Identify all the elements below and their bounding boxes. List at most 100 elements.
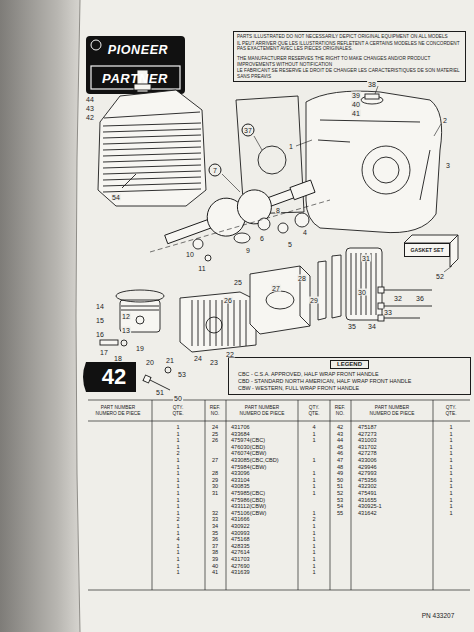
bolts-part bbox=[165, 367, 171, 373]
cooling-fins-part bbox=[103, 141, 201, 144]
table-ref: 33 bbox=[211, 518, 219, 524]
table-cell: 4 bbox=[311, 425, 316, 431]
crankcase-part bbox=[365, 94, 379, 99]
brand-logo bbox=[86, 36, 185, 94]
table-cell: 476074(CBW) bbox=[230, 452, 267, 458]
table-header: PART NUMBER NUMERO DE PIECE bbox=[94, 405, 142, 416]
table-cell: 433096 bbox=[230, 471, 251, 477]
table-cell: 4 bbox=[175, 537, 180, 543]
table-cell: 429946 bbox=[357, 465, 378, 471]
table-cell: 1 bbox=[175, 471, 180, 477]
muffler-gasket-part bbox=[332, 255, 341, 318]
callout-number: 8 bbox=[275, 207, 281, 214]
muffler-gasket-part bbox=[318, 261, 326, 320]
callout-number: 42 bbox=[85, 114, 95, 121]
cooling-fins-part bbox=[366, 253, 367, 315]
table-cell: 475984(CBW) bbox=[230, 465, 267, 471]
table-cell: 1 bbox=[448, 498, 453, 504]
callout-number: 12 bbox=[121, 313, 131, 320]
brand-logo-part bbox=[91, 66, 180, 89]
table-cell: 431703 bbox=[230, 557, 251, 563]
table-cell: 431702 bbox=[357, 445, 378, 451]
callout-number: 9 bbox=[245, 247, 251, 254]
cooling-fins-part bbox=[103, 183, 201, 186]
table-ref: 34 bbox=[211, 524, 219, 530]
table-cell: 431655 bbox=[357, 498, 378, 504]
notice-text: THE MANUFACTURER RESERVES THE RIGHT TO M… bbox=[237, 54, 462, 67]
air-box-part bbox=[346, 248, 382, 320]
cooling-fins-part bbox=[351, 253, 352, 315]
table-ref: 25 bbox=[211, 432, 219, 438]
table-cell: 433006 bbox=[357, 458, 378, 464]
bolts-part bbox=[378, 315, 384, 321]
table-ref: 48 bbox=[336, 465, 344, 471]
table-ref: 28 bbox=[211, 471, 219, 477]
table-ref: 44 bbox=[336, 438, 344, 444]
cooling-fins-part bbox=[210, 300, 211, 346]
callout-number: 13 bbox=[121, 327, 131, 334]
bearings-seals-part bbox=[258, 218, 270, 230]
table-ref: 42 bbox=[336, 425, 344, 431]
cooling-fins-part bbox=[103, 159, 201, 162]
table-cell: 1 bbox=[175, 478, 180, 484]
table-cell: 1 bbox=[448, 471, 453, 477]
table-cell: 427614 bbox=[230, 551, 251, 557]
table-cell: 1 bbox=[311, 432, 316, 438]
table-cell: 433104 bbox=[230, 478, 251, 484]
cooling-fins-part bbox=[222, 300, 223, 346]
callout-number: 25 bbox=[233, 279, 243, 286]
cooling-fins bbox=[192, 300, 246, 346]
callout-number: 24 bbox=[193, 355, 203, 362]
leader-lines-part bbox=[222, 174, 240, 192]
callout-number: 32 bbox=[393, 295, 403, 302]
table-cell: 1 bbox=[175, 544, 180, 550]
cooling-fins-part bbox=[376, 253, 377, 315]
table-cell: 1 bbox=[311, 491, 316, 497]
table-ref: 29 bbox=[211, 478, 219, 484]
callout-number: 20 bbox=[145, 359, 155, 366]
parts-table-part bbox=[88, 400, 470, 590]
table-header: QTY. QTE. bbox=[305, 405, 323, 416]
leader-lines-part bbox=[296, 140, 312, 146]
table-header: QTY. QTE. bbox=[442, 405, 460, 416]
table-ref: 37 bbox=[211, 544, 219, 550]
cylinder-upper-part bbox=[104, 112, 200, 118]
crankcase-part bbox=[373, 157, 399, 183]
callout-number: 5 bbox=[287, 241, 293, 248]
table-cell: 427690 bbox=[230, 564, 251, 570]
callout-number: 36 bbox=[415, 295, 425, 302]
table-ref: 30 bbox=[211, 485, 219, 491]
cooling-fins-part bbox=[103, 123, 201, 126]
legend-entry: CBW - WESTERN, FULL WRAP FRONT HANDLE bbox=[238, 385, 467, 392]
cylinder-upper bbox=[98, 70, 206, 206]
callout-number: 19 bbox=[135, 345, 145, 352]
cooling-fins-part bbox=[361, 253, 362, 315]
callout-number: 16 bbox=[95, 331, 105, 338]
table-ref: 36 bbox=[211, 537, 219, 543]
callout-number: 6 bbox=[259, 235, 265, 242]
callout-number: 39 bbox=[351, 92, 361, 99]
cooling-fins bbox=[351, 253, 376, 315]
cooling-fins-part bbox=[103, 153, 201, 156]
cylinder-lower-part bbox=[180, 292, 256, 352]
table-cell: 1 bbox=[311, 485, 316, 491]
table-cell: 1 bbox=[175, 425, 180, 431]
table-cell: 476030(CBD) bbox=[230, 445, 266, 451]
callout-number: 17 bbox=[99, 349, 109, 356]
callout-number: 15 bbox=[95, 317, 105, 324]
piston-part bbox=[100, 340, 118, 345]
bolts-part bbox=[143, 375, 151, 383]
table-ref: 39 bbox=[211, 557, 219, 563]
cooling-fins-part bbox=[198, 300, 199, 346]
callout-number: 50 bbox=[173, 395, 183, 402]
notice-box: PARTS ILLUSTRATED DO NOT NECESSARILY DEP… bbox=[233, 31, 466, 82]
table-ref: 45 bbox=[336, 445, 344, 451]
table-cell: 475985(CBC) bbox=[230, 491, 266, 497]
table-cell: 475974(CBC) bbox=[230, 438, 266, 444]
page-part-number: PN 433207 bbox=[421, 613, 456, 620]
cylinder-upper-part bbox=[98, 90, 206, 206]
callout-number: 43 bbox=[85, 105, 95, 112]
table-ref: 55 bbox=[336, 511, 344, 517]
table-cell: 1 bbox=[175, 570, 180, 576]
